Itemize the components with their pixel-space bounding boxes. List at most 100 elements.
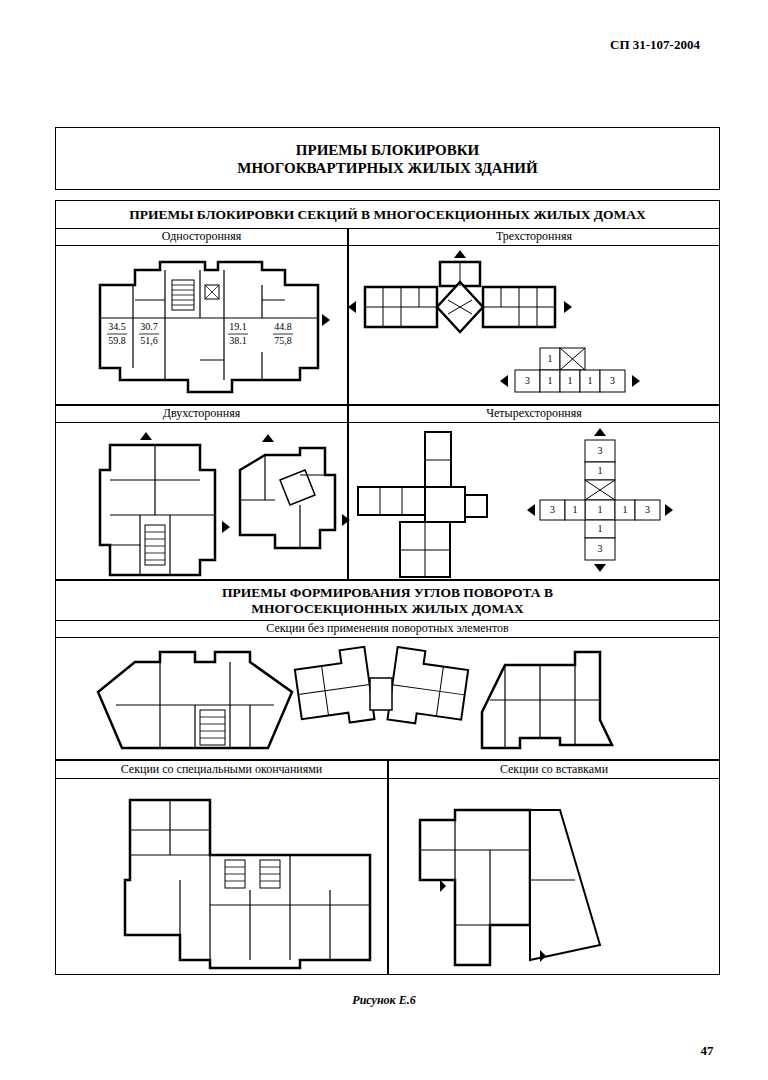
floor-plan: [530, 810, 600, 960]
floor-plan: [116, 662, 274, 748]
floor-plan: [387, 647, 469, 729]
panel-heading: Односторонняя: [56, 229, 347, 246]
floor-plan: [125, 800, 370, 968]
block-scheme: [500, 348, 640, 392]
plan-number: 1: [568, 376, 573, 386]
block-scheme: [515, 370, 540, 392]
plan-number: 59.8: [108, 336, 126, 346]
plan-number: 1: [598, 505, 603, 515]
panel-heading: Двухсторонняя: [56, 406, 347, 423]
floor-plan: [358, 487, 425, 515]
floor-plan: [530, 880, 575, 881]
floor-plan: [200, 717, 225, 738]
plan-number: 3: [550, 505, 555, 515]
block-scheme: [585, 480, 615, 500]
block-scheme: [540, 348, 560, 370]
block-scheme: [665, 504, 673, 516]
panel-heading: Секции со вставками: [389, 761, 719, 779]
block-scheme: [540, 370, 560, 392]
floor-plan: [370, 678, 392, 710]
floor-plan: [200, 710, 225, 745]
block-scheme: [580, 370, 600, 392]
floor-plan: [172, 280, 194, 310]
block-scheme: [594, 564, 606, 572]
section-heading: ПРИЕМЫ БЛОКИРОВКИ СЕКЦИЙ В МНОГОСЕКЦИОНН…: [56, 201, 719, 229]
plan-number: 1: [623, 505, 628, 515]
floor-plan: [454, 250, 466, 258]
floor-plan: [380, 460, 451, 577]
panel-heading: Четырехсторонняя: [349, 406, 719, 423]
table-panel: Трехсторонняя: [348, 228, 720, 405]
section-table: ПРИЕМЫ БЛОКИРОВКИ СЕКЦИЙ В МНОГОСЕКЦИОНН…: [55, 200, 720, 580]
block-scheme: [500, 375, 508, 387]
floor-plan: [145, 532, 165, 560]
plan-number: 1: [588, 376, 593, 386]
plan-number: 3: [598, 544, 603, 554]
floor-plan: [348, 301, 356, 313]
plan-number: 19.1: [229, 322, 247, 332]
floor-plan: [293, 647, 374, 729]
plan-number: 38.1: [229, 336, 247, 346]
floor-plan: [425, 487, 465, 522]
floor-plan: [98, 647, 612, 748]
floor-plan: [100, 262, 330, 392]
table-panel: Односторонняя: [55, 228, 348, 405]
floor-plan: [100, 445, 215, 575]
floor-plan: [98, 652, 292, 748]
floor-plan: [145, 525, 165, 565]
panel-heading: Секции без применения поворотных элемент…: [56, 621, 719, 638]
plan-number: 1: [598, 466, 603, 476]
floor-plan: [420, 810, 530, 925]
floor-plan: [205, 285, 219, 299]
block-scheme: [527, 428, 673, 572]
plan-number: 34.5: [108, 322, 126, 332]
floor-plan: [130, 800, 370, 960]
plan-number: 1: [573, 505, 578, 515]
table-panel: Секции без применения поворотных элемент…: [55, 620, 720, 760]
floor-plan: [125, 800, 370, 968]
block-scheme: [632, 375, 640, 387]
floor-plan: [240, 455, 335, 548]
floor-plan: [440, 880, 446, 892]
floor-plan: [420, 810, 600, 965]
floor-plan: [358, 432, 487, 577]
plan-number: 3: [598, 446, 603, 456]
table-panel: Двухсторонняя: [55, 405, 348, 580]
plan-number: 3: [645, 505, 650, 515]
plan-number: 44.8: [274, 322, 292, 332]
title-text: ПРИЕМЫ БЛОКИРОВКИ МНОГОКВАРТИРНЫХ ЖИЛЫХ …: [223, 141, 553, 177]
block-scheme: [615, 500, 635, 520]
floor-plan: [240, 448, 335, 548]
floor-plan: [293, 647, 374, 729]
floor-plan: [564, 301, 572, 313]
floor-plan: [172, 285, 194, 305]
block-scheme: [585, 500, 615, 520]
floor-plan: [348, 250, 572, 332]
block-scheme: [635, 500, 660, 520]
document-code: СП 31-107-2004: [610, 38, 700, 51]
floor-plan: [295, 660, 373, 720]
floor-plan: [140, 432, 152, 440]
floor-plan: [100, 432, 350, 575]
floor-plan: [205, 285, 219, 299]
floor-plan: [540, 950, 546, 962]
floor-plan: [490, 665, 600, 748]
floor-plan: [465, 495, 487, 517]
floor-plan: [225, 867, 280, 881]
plan-number: 3: [610, 376, 615, 386]
block-scheme: [540, 500, 565, 520]
table-panel: Четырехсторонняя: [348, 405, 720, 580]
panel-heading: Трехсторонняя: [349, 229, 719, 246]
floor-plan: [100, 445, 215, 575]
table-panel: Секции со специальными окончаниями: [55, 760, 388, 975]
floor-plan: [100, 262, 318, 392]
page-number: 47: [701, 1044, 714, 1057]
floor-plan: [100, 270, 318, 380]
floor-plan: [482, 652, 612, 748]
floor-plan: [387, 647, 469, 729]
block-scheme: [585, 520, 615, 538]
floor-plan: [365, 262, 555, 327]
title-box: ПРИЕМЫ БЛОКИРОВКИ МНОГОКВАРТИРНЫХ ЖИЛЫХ …: [55, 127, 720, 190]
floor-plan: [262, 434, 274, 442]
block-scheme: [585, 538, 615, 560]
